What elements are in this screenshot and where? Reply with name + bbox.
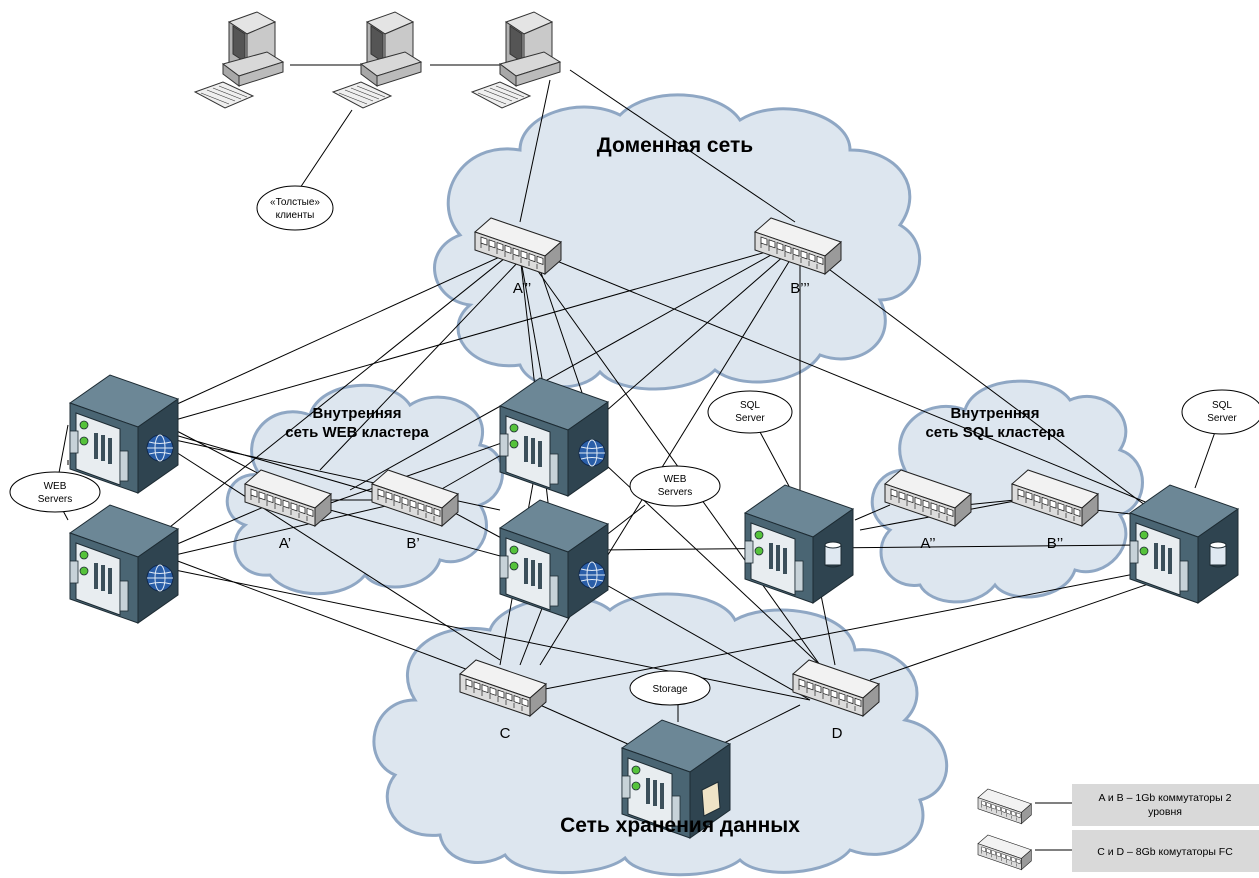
svg-text:клиенты: клиенты (276, 210, 315, 221)
database-icon (824, 541, 842, 568)
web-server-center-bottom (499, 499, 609, 619)
legend: A и B – 1Gb коммутаторы 2 уровня C и D –… (977, 784, 1259, 872)
switch-a1-label: A’ (279, 535, 291, 552)
sql-cluster-title-line1: Внутренняя (951, 405, 1040, 422)
legend-row-2: C и D – 8Gb комутаторы FC (977, 830, 1259, 872)
svg-text:Server: Server (1207, 413, 1237, 424)
switch-b1-label: B’ (406, 535, 419, 552)
sql-server-right (1129, 484, 1239, 604)
web-cluster-title-line2: сеть WEB кластера (285, 424, 429, 441)
svg-text:SQL: SQL (740, 400, 760, 411)
sql-server-center (744, 484, 854, 604)
switch-a2-label: A’’ (920, 535, 935, 552)
domain-network-title: Доменная сеть (597, 134, 753, 157)
globe-icon (146, 434, 174, 462)
storage-server (621, 719, 731, 839)
web-server-center-top (499, 377, 609, 497)
globe-icon (146, 564, 174, 592)
sql-server-center-callout: SQL Server (707, 390, 793, 434)
globe-icon (578, 439, 606, 467)
svg-text:Servers: Servers (38, 494, 72, 505)
globe-icon (578, 561, 606, 589)
web-cluster-title-line1: Внутренняя (313, 405, 402, 422)
switch-a3-label: A’’’ (513, 280, 531, 297)
web-servers-left-callout: WEB Servers (9, 471, 101, 513)
client-pc-2 (332, 11, 422, 109)
switch-d-label: D (832, 725, 843, 742)
database-icon (1209, 541, 1227, 568)
switch-b3-label: B’’’ (790, 280, 809, 297)
svg-text:Storage: Storage (652, 684, 687, 695)
switch-c-label: C (500, 725, 511, 742)
client-pc-1 (194, 11, 284, 109)
sql-server-right-callout: SQL Server (1181, 389, 1259, 435)
connection-lines (57, 64, 1216, 746)
svg-text:Server: Server (735, 413, 765, 424)
web-server-left-bottom (69, 504, 179, 624)
svg-text:уровня: уровня (1148, 806, 1182, 818)
switch-fc-icon (977, 834, 1032, 870)
svg-text:Servers: Servers (658, 487, 692, 498)
fat-clients-callout: «Толстые» клиенты (256, 185, 334, 231)
sql-cluster-title-line2: сеть SQL кластера (925, 424, 1065, 441)
svg-text:SQL: SQL (1212, 400, 1232, 411)
web-server-left-top (69, 374, 179, 494)
svg-text:WEB: WEB (664, 474, 687, 485)
storage-callout: Storage (629, 670, 711, 706)
svg-text:C и D – 8Gb комутаторы FC: C и D – 8Gb комутаторы FC (1097, 846, 1233, 858)
disk-icon (701, 781, 721, 817)
svg-text:WEB: WEB (44, 481, 67, 492)
legend-row-1: A и B – 1Gb коммутаторы 2 уровня (977, 784, 1259, 826)
svg-text:«Толстые»: «Толстые» (270, 197, 320, 208)
svg-text:A и B – 1Gb коммутаторы 2: A и B – 1Gb коммутаторы 2 (1099, 792, 1232, 804)
switch-1gb-icon (977, 788, 1032, 824)
storage-network-title: Сеть хранения данных (560, 814, 800, 837)
web-servers-center-callout: WEB Servers (629, 465, 721, 507)
switch-b2-label: B’’ (1047, 535, 1063, 552)
